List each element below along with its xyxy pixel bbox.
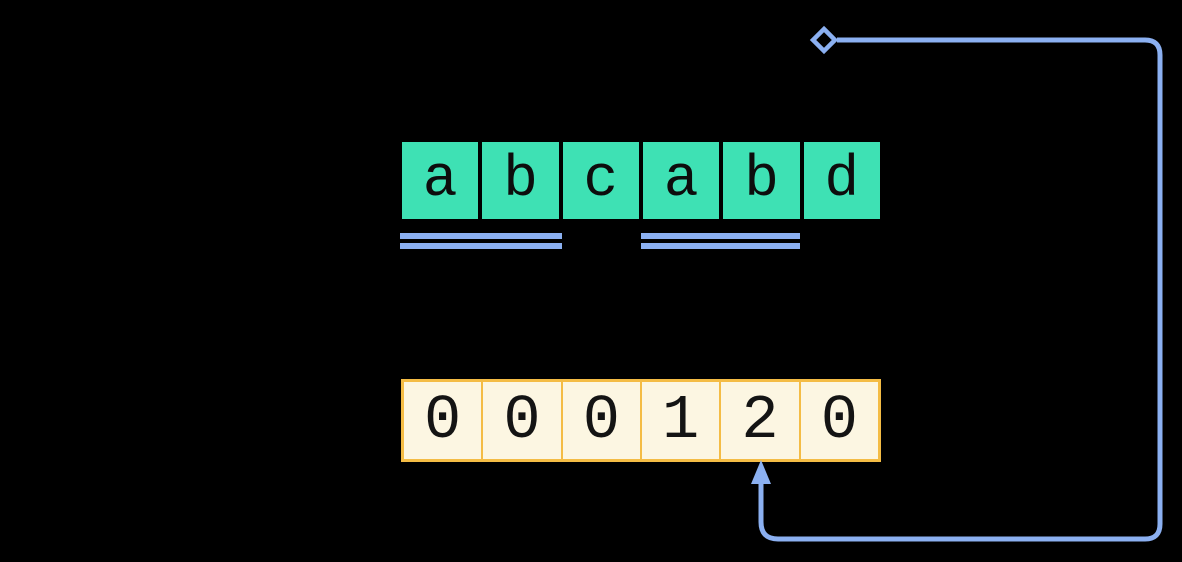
pattern-cell-letter: b — [503, 147, 538, 213]
prefix-cell: 0 — [481, 382, 560, 459]
prefix-cell-value: 0 — [820, 384, 858, 456]
pattern-cell: c — [562, 142, 639, 219]
prefix-cell: 0 — [798, 382, 878, 459]
underline-bar — [641, 243, 800, 249]
prefix-cell: 0 — [560, 382, 640, 459]
pattern-cell-letter: b — [744, 147, 779, 213]
pattern-cell: b — [723, 142, 800, 219]
pattern-row: a b c a b d — [402, 142, 880, 219]
underline-bar — [400, 233, 562, 239]
prefix-cell: 1 — [639, 382, 719, 459]
pattern-cell: a — [642, 142, 720, 219]
pattern-cell: a — [402, 142, 479, 219]
prefix-function-row: 0 0 0 1 2 0 — [401, 379, 881, 462]
prefix-cell-value: 0 — [503, 384, 541, 456]
pattern-cell-letter: d — [824, 147, 860, 213]
connector-path — [758, 37, 1163, 542]
pattern-cell-letter: a — [663, 147, 699, 213]
prefix-cell-value: 0 — [424, 384, 462, 456]
pattern-cell: b — [482, 142, 559, 219]
underline-bar — [641, 233, 800, 239]
double-underline-prefix — [400, 233, 562, 249]
pattern-cell: d — [803, 142, 880, 219]
pattern-cell-letter: c — [583, 147, 619, 213]
double-underline-suffix — [641, 233, 800, 249]
pattern-cell-letter: a — [422, 147, 458, 213]
prefix-cell-value: 1 — [662, 384, 700, 456]
prefix-cell-value: 0 — [582, 384, 620, 456]
prefix-cell-value: 2 — [741, 384, 779, 456]
underline-bar — [400, 243, 562, 249]
prefix-cell: 2 — [719, 382, 798, 459]
diamond-marker-icon — [809, 25, 839, 55]
arrow-head-icon — [751, 460, 771, 484]
prefix-cell: 0 — [404, 382, 481, 459]
